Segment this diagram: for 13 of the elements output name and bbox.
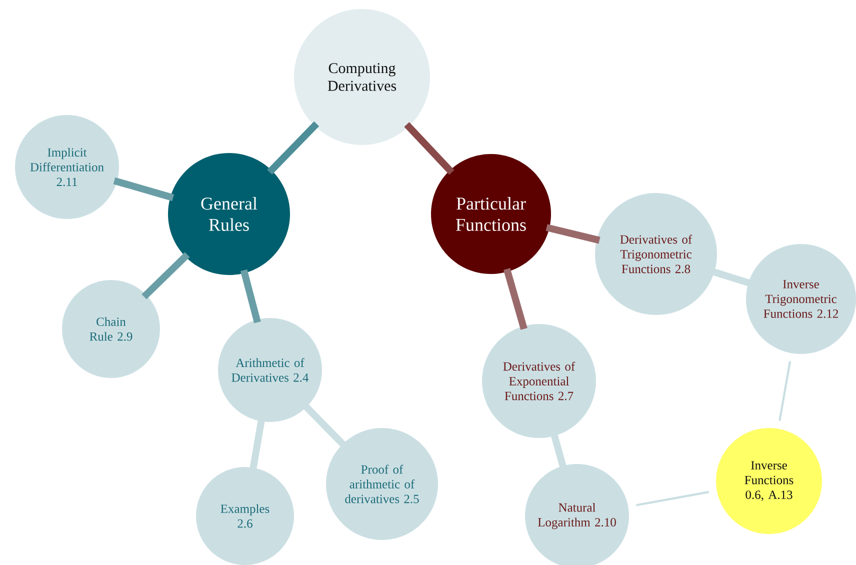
- connector: [302, 402, 348, 449]
- connector: [404, 122, 454, 175]
- connector: [267, 121, 320, 175]
- connector: [503, 268, 528, 330]
- connector: [710, 268, 752, 287]
- connector: [249, 418, 266, 472]
- connector: [546, 224, 600, 244]
- link-line: [636, 490, 709, 506]
- connector: [240, 269, 261, 324]
- connector: [142, 252, 190, 300]
- connector: [113, 177, 174, 202]
- link-line: [778, 361, 792, 421]
- connector: [550, 432, 568, 470]
